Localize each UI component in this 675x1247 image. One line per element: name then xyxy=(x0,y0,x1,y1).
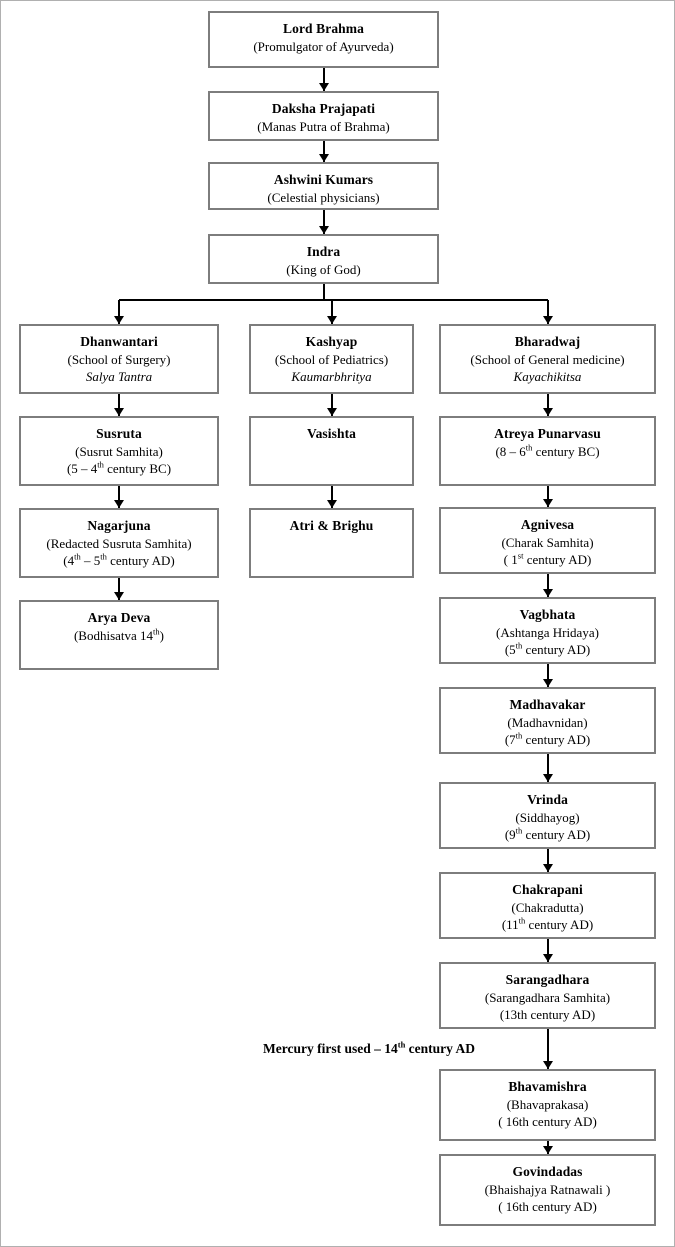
node-dhanwantari[interactable]: Dhanwantari(School of Surgery)Salya Tant… xyxy=(19,324,219,394)
arrowhead-icon xyxy=(327,316,337,324)
node-subtitle: (Sarangadhara Samhita) xyxy=(441,989,654,1006)
node-govindadas[interactable]: Govindadas(Bhaishajya Ratnawali )( 16th … xyxy=(439,1154,656,1226)
arrowhead-icon xyxy=(319,226,329,234)
node-subtitle: (School of General medicine) xyxy=(441,351,654,368)
node-subtitle: (Promulgator of Ayurveda) xyxy=(210,38,437,55)
node-subtitle: (8 – 6th century BC) xyxy=(441,443,654,460)
node-subtitle: (Bhavaprakasa) xyxy=(441,1096,654,1113)
node-subtitle: (Bhaishajya Ratnawali ) xyxy=(441,1181,654,1198)
node-title: Bharadwaj xyxy=(441,333,654,351)
node-title: Daksha Prajapati xyxy=(210,100,437,118)
node-detail: Kayachikitsa xyxy=(441,368,654,385)
node-detail: (9th century AD) xyxy=(441,826,654,843)
arrowhead-icon xyxy=(543,864,553,872)
node-sarangadhara[interactable]: Sarangadhara(Sarangadhara Samhita)(13th … xyxy=(439,962,656,1029)
node-title: Indra xyxy=(210,243,437,261)
node-title: Ashwini Kumars xyxy=(210,171,437,189)
arrowhead-icon xyxy=(543,1146,553,1154)
node-aryadeva[interactable]: Arya Deva(Bodhisatva 14th) xyxy=(19,600,219,670)
arrowhead-icon xyxy=(543,1061,553,1069)
arrowhead-icon xyxy=(543,316,553,324)
arrowhead-icon xyxy=(543,408,553,416)
node-susruta[interactable]: Susruta(Susrut Samhita)(5 – 4th century … xyxy=(19,416,219,486)
arrowhead-icon xyxy=(543,774,553,782)
node-daksha[interactable]: Daksha Prajapati(Manas Putra of Brahma) xyxy=(208,91,439,141)
node-subtitle: (School of Surgery) xyxy=(21,351,217,368)
node-detail: Kaumarbhritya xyxy=(251,368,412,385)
node-nagarjuna[interactable]: Nagarjuna(Redacted Susruta Samhita)(4th … xyxy=(19,508,219,578)
node-title: Atri & Brighu xyxy=(251,517,412,535)
node-detail: (7th century AD) xyxy=(441,731,654,748)
node-detail: ( 16th century AD) xyxy=(441,1198,654,1215)
arrowhead-icon xyxy=(327,500,337,508)
node-subtitle: (Charak Samhita) xyxy=(441,534,654,551)
node-title: Govindadas xyxy=(441,1163,654,1181)
node-detail: (4th – 5th century AD) xyxy=(21,552,217,569)
node-detail: (13th century AD) xyxy=(441,1006,654,1023)
arrowhead-icon xyxy=(114,316,124,324)
node-subtitle: (King of God) xyxy=(210,261,437,278)
arrowhead-icon xyxy=(543,499,553,507)
node-title: Dhanwantari xyxy=(21,333,217,351)
node-subtitle: (Manas Putra of Brahma) xyxy=(210,118,437,135)
node-vrinda[interactable]: Vrinda(Siddhayog)(9th century AD) xyxy=(439,782,656,849)
node-bharadwaj[interactable]: Bharadwaj(School of General medicine)Kay… xyxy=(439,324,656,394)
node-detail: (5th century AD) xyxy=(441,641,654,658)
node-detail: (5 – 4th century BC) xyxy=(21,460,217,477)
node-subtitle: (Siddhayog) xyxy=(441,809,654,826)
arrowhead-icon xyxy=(114,592,124,600)
node-indra[interactable]: Indra(King of God) xyxy=(208,234,439,284)
node-detail: ( 16th century AD) xyxy=(441,1113,654,1130)
node-title: Madhavakar xyxy=(441,696,654,714)
node-agnivesa[interactable]: Agnivesa(Charak Samhita)( 1st century AD… xyxy=(439,507,656,574)
node-title: Nagarjuna xyxy=(21,517,217,535)
node-subtitle: (Chakradutta) xyxy=(441,899,654,916)
mercury-annotation: Mercury first used – 14th century AD xyxy=(263,1041,475,1057)
node-bhavamishra[interactable]: Bhavamishra(Bhavaprakasa)( 16th century … xyxy=(439,1069,656,1141)
node-vasishta[interactable]: Vasishta xyxy=(249,416,414,486)
node-title: Lord Brahma xyxy=(210,20,437,38)
arrowhead-icon xyxy=(319,83,329,91)
node-title: Agnivesa xyxy=(441,516,654,534)
node-subtitle: (School of Pediatrics) xyxy=(251,351,412,368)
node-detail: ( 1st century AD) xyxy=(441,551,654,568)
arrowhead-icon xyxy=(543,589,553,597)
node-atreya[interactable]: Atreya Punarvasu(8 – 6th century BC) xyxy=(439,416,656,486)
node-subtitle: (Madhavnidan) xyxy=(441,714,654,731)
arrowhead-icon xyxy=(319,154,329,162)
node-title: Chakrapani xyxy=(441,881,654,899)
arrowhead-icon xyxy=(543,954,553,962)
node-subtitle: (Redacted Susruta Samhita) xyxy=(21,535,217,552)
connector-branch-bus xyxy=(119,299,548,301)
node-subtitle: (Bodhisatva 14th) xyxy=(21,627,217,644)
node-kashyap[interactable]: Kashyap(School of Pediatrics)Kaumarbhrit… xyxy=(249,324,414,394)
node-brahma[interactable]: Lord Brahma(Promulgator of Ayurveda) xyxy=(208,11,439,68)
node-chakrapani[interactable]: Chakrapani(Chakradutta)(11th century AD) xyxy=(439,872,656,939)
node-subtitle: (Susrut Samhita) xyxy=(21,443,217,460)
node-title: Sarangadhara xyxy=(441,971,654,989)
node-vagbhata[interactable]: Vagbhata(Ashtanga Hridaya)(5th century A… xyxy=(439,597,656,664)
node-title: Vrinda xyxy=(441,791,654,809)
node-title: Arya Deva xyxy=(21,609,217,627)
node-atri[interactable]: Atri & Brighu xyxy=(249,508,414,578)
node-ashwini[interactable]: Ashwini Kumars(Celestial physicians) xyxy=(208,162,439,210)
arrowhead-icon xyxy=(114,408,124,416)
node-subtitle: (Ashtanga Hridaya) xyxy=(441,624,654,641)
connector-vertical xyxy=(323,284,325,300)
arrowhead-icon xyxy=(543,679,553,687)
node-title: Kashyap xyxy=(251,333,412,351)
arrowhead-icon xyxy=(327,408,337,416)
node-title: Atreya Punarvasu xyxy=(441,425,654,443)
node-title: Susruta xyxy=(21,425,217,443)
node-detail: (11th century AD) xyxy=(441,916,654,933)
node-madhavakar[interactable]: Madhavakar(Madhavnidan)(7th century AD) xyxy=(439,687,656,754)
arrowhead-icon xyxy=(114,500,124,508)
node-detail: Salya Tantra xyxy=(21,368,217,385)
node-subtitle: (Celestial physicians) xyxy=(210,189,437,206)
node-title: Vasishta xyxy=(251,425,412,443)
node-title: Bhavamishra xyxy=(441,1078,654,1096)
node-title: Vagbhata xyxy=(441,606,654,624)
